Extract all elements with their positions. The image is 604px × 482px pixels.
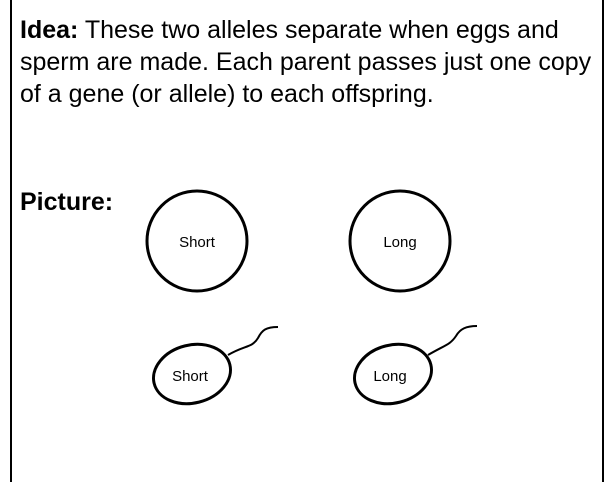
panel-left-border [10,0,12,482]
panel-right-border [602,0,604,482]
sperm-long-tail [427,325,478,356]
sperm-long-head [353,342,433,406]
idea-text: These two alleles separate when eggs and… [20,16,592,108]
sperm-short-head [152,342,232,406]
picture-label: Picture: [20,188,114,216]
egg-short-label: Short [179,234,216,251]
egg-long-label: Long [383,234,416,251]
egg-long: Long [348,189,452,293]
sperm-short-label: Short [172,368,209,385]
egg-short-circle [145,189,249,293]
sperm-long-label: Long [373,368,406,385]
sperm-short-tail [227,326,279,356]
egg-long-circle [348,189,452,293]
egg-short: Short [145,189,249,293]
idea-paragraph: Idea: These two alleles separate when eg… [20,14,598,110]
sperm-long: Long [353,325,478,406]
idea-label: Idea: [20,16,79,44]
sperm-short: Short [152,326,279,406]
